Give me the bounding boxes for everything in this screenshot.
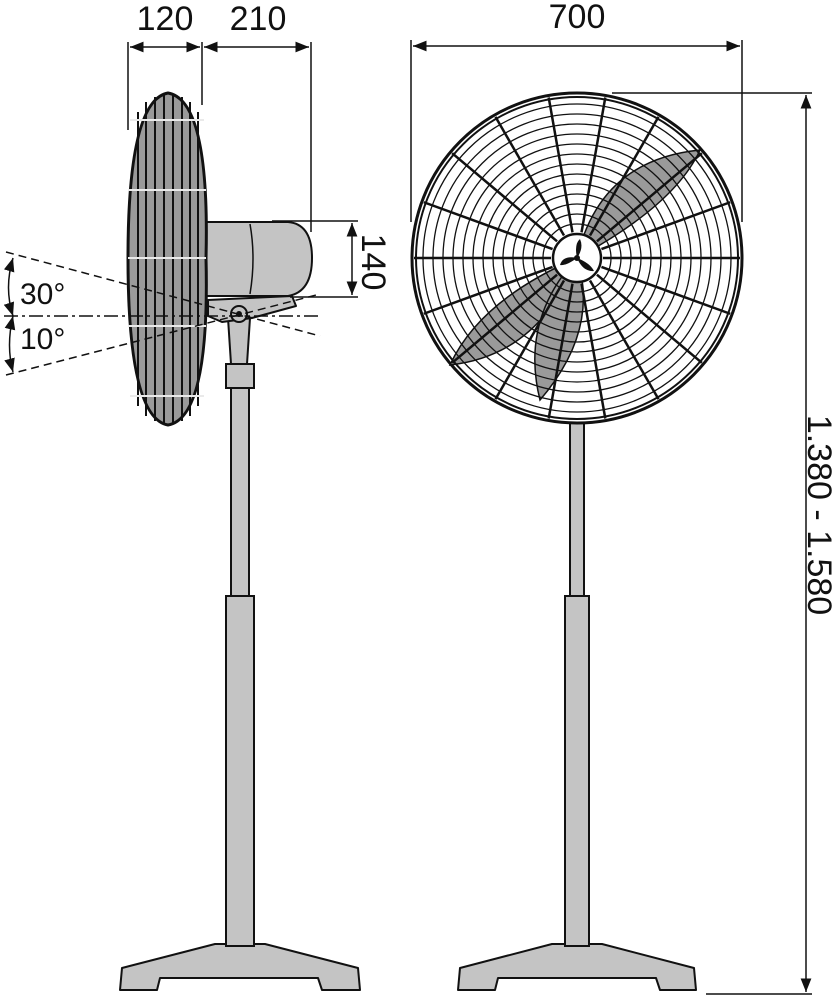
guard-spoke bbox=[423, 201, 553, 251]
guard-spoke bbox=[547, 97, 574, 233]
side-lower-pole bbox=[225, 595, 255, 947]
front-guard bbox=[410, 91, 744, 425]
front-base bbox=[457, 943, 697, 991]
hub-logo-icon bbox=[560, 239, 594, 272]
front-upper-pole bbox=[569, 399, 585, 597]
diameter-label: 700 bbox=[549, 0, 606, 36]
tilt-angle-lines bbox=[3, 251, 321, 376]
guard-spoke bbox=[451, 152, 558, 243]
side-upper-pole bbox=[230, 379, 250, 597]
front-view bbox=[410, 91, 744, 991]
motor-depth-label: 210 bbox=[230, 0, 287, 38]
guard-spoke bbox=[601, 265, 731, 315]
side-view: 30° 10° bbox=[3, 91, 361, 991]
guard-spoke bbox=[423, 265, 553, 315]
total-height-label: 1.380 - 1.580 bbox=[800, 415, 835, 615]
tilt-up-angle-label: 30° bbox=[20, 278, 65, 311]
guard-spoke bbox=[588, 116, 660, 237]
side-guard bbox=[126, 91, 208, 427]
guard-spoke bbox=[580, 283, 607, 419]
side-neck bbox=[226, 317, 252, 365]
guard-spoke bbox=[547, 283, 574, 419]
tilt-down-angle-label: 10° bbox=[20, 323, 65, 356]
guard-spoke bbox=[596, 273, 703, 364]
guard-spoke bbox=[451, 273, 558, 364]
guard-spoke bbox=[580, 97, 607, 233]
guard-spoke bbox=[601, 201, 731, 251]
side-motor-housing bbox=[205, 221, 314, 297]
side-collar bbox=[225, 363, 255, 389]
guard-spoke bbox=[494, 279, 566, 400]
front-dimension-lines bbox=[410, 40, 812, 995]
side-dimension-lines bbox=[127, 41, 358, 298]
guard-depth-label: 120 bbox=[137, 0, 194, 38]
front-lower-pole bbox=[564, 595, 590, 947]
guard-spoke bbox=[494, 116, 566, 237]
guard-spoke bbox=[596, 152, 703, 243]
side-base bbox=[119, 943, 361, 991]
guard-spoke bbox=[588, 279, 660, 400]
motor-height-label: 140 bbox=[354, 234, 392, 291]
